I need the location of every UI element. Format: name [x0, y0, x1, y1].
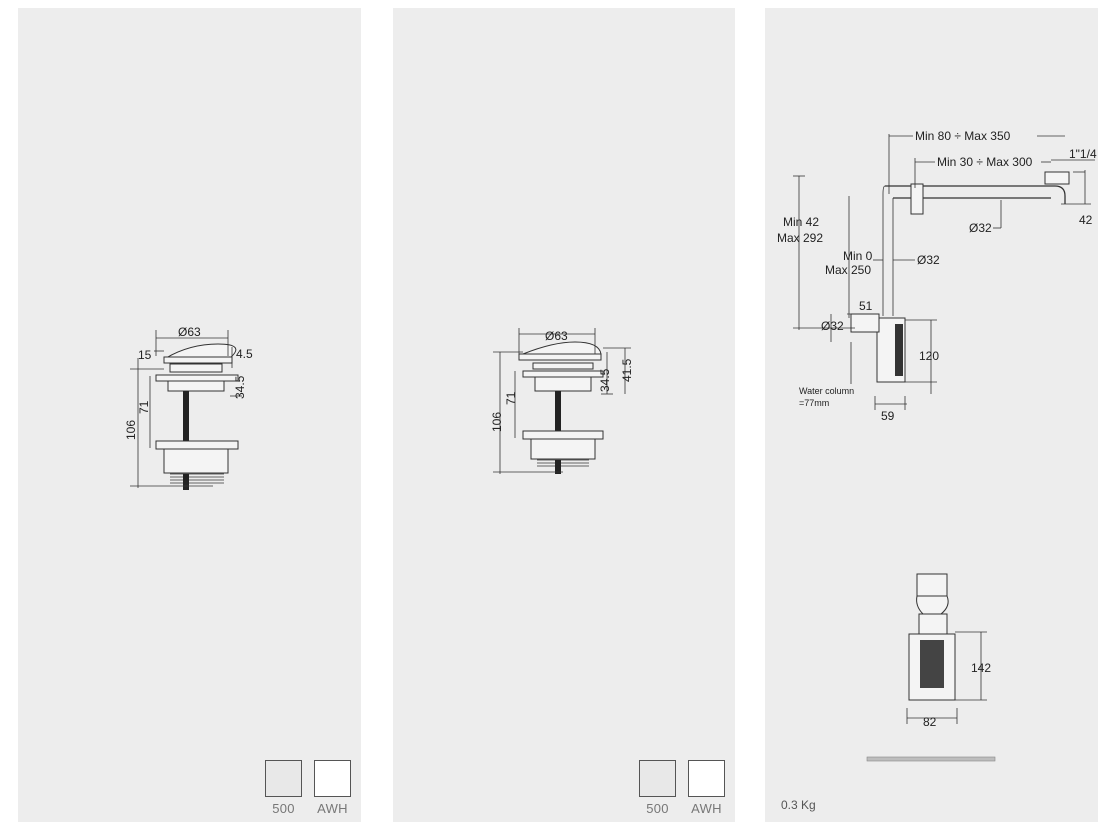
- trap-inlet: [850, 313, 880, 333]
- swatch-500[interactable]: 500: [265, 760, 302, 816]
- product-panel-2: Ø63 106 71 34.5 41.5 500 AWH: [393, 8, 735, 822]
- dim-diameter: Ø63: [545, 329, 568, 343]
- valve-drawing-2: Ø63 106 71 34.5 41.5: [490, 328, 634, 474]
- dim-inlet-diameter: Ø32: [821, 319, 844, 333]
- dim-thread: 1"1/4: [1069, 147, 1097, 161]
- side-view-nut: [916, 573, 948, 597]
- outlet-pipe: [885, 185, 1066, 204]
- valve-thread: [537, 459, 589, 467]
- dim-pipe-diameter-h: Ø32: [969, 221, 992, 235]
- side-view-thread: [920, 640, 944, 688]
- color-swatches-1: 500 AWH: [265, 760, 351, 816]
- base-plate: [866, 756, 996, 762]
- side-view-neck: [918, 613, 948, 635]
- product-weight: 0.3 Kg: [781, 798, 816, 812]
- swatch-code: 500: [272, 801, 295, 816]
- valve-collar: [169, 363, 223, 373]
- dim-horizontal-inner: Min 30 ÷ Max 300: [937, 155, 1033, 169]
- color-swatches-2: 500 AWH: [639, 760, 725, 816]
- dim-inner-max: Max 250: [825, 263, 871, 277]
- dim-vertical-min: Min 42: [783, 215, 819, 229]
- valve-lower-flange: [155, 440, 239, 450]
- dim-side-height: 142: [971, 661, 991, 675]
- swatch-code: AWH: [691, 801, 722, 816]
- dim-stem: 34.5: [233, 375, 247, 399]
- dim-right-drop: 42: [1079, 213, 1093, 227]
- swatch-awh[interactable]: AWH: [688, 760, 725, 816]
- dim-stem: 34.5: [598, 368, 612, 392]
- dim-trap-height: 120: [919, 349, 939, 363]
- valve-rim: [518, 353, 602, 361]
- dim-cap: 4.5: [236, 347, 253, 361]
- dim-diameter: Ø63: [178, 325, 201, 339]
- dim-cap: 41.5: [620, 358, 634, 382]
- swatch-box: [688, 760, 725, 797]
- dim-trap-width: 59: [881, 409, 895, 423]
- dim-height-total: 106: [490, 412, 504, 432]
- swatch-box: [265, 760, 302, 797]
- water-column-value: =77mm: [799, 398, 829, 408]
- side-view-elbow: [916, 595, 949, 615]
- product-panel-3: Min 80 ÷ Max 350 Min 30 ÷ Max 300 1"1/4 …: [765, 8, 1098, 822]
- product-panel-1: Ø63 106 71 15 4.5 34.5 500 AWH: [18, 8, 361, 822]
- water-column-label: Water column: [799, 386, 854, 396]
- dim-horizontal-outer: Min 80 ÷ Max 350: [915, 129, 1011, 143]
- swatch-code: AWH: [317, 801, 348, 816]
- swatch-code: 500: [646, 801, 669, 816]
- dim-offset: 51: [859, 299, 873, 313]
- valve-stem: [183, 391, 189, 441]
- valve-body: [534, 376, 592, 392]
- valve-tail: [555, 460, 561, 474]
- valve-cap: [522, 341, 602, 355]
- dim-pipe-diameter-v: Ø32: [917, 253, 940, 267]
- vertical-pipe-nut: [910, 183, 924, 215]
- valve-thread-body: [530, 438, 596, 460]
- valve-body: [167, 380, 225, 392]
- swatch-500[interactable]: 500: [639, 760, 676, 816]
- valve-flange: [155, 374, 239, 382]
- swatch-box: [639, 760, 676, 797]
- trap-thread: [895, 324, 903, 376]
- dim-inner-min: Min 0: [843, 249, 873, 263]
- valve-stem: [555, 391, 561, 431]
- swatch-awh[interactable]: AWH: [314, 760, 351, 816]
- valve-rim: [163, 356, 233, 364]
- valve-tail: [183, 474, 189, 490]
- dim-height-total: 106: [124, 420, 138, 440]
- valve-collar: [532, 362, 594, 370]
- dim-vertical-max: Max 292: [777, 231, 823, 245]
- dim-height-mid: 71: [137, 400, 151, 414]
- valve-lower-flange: [522, 430, 604, 440]
- dim-height-mid: 71: [504, 391, 518, 405]
- dim-rim: 15: [138, 348, 152, 362]
- dim-side-width: 82: [923, 715, 937, 729]
- valve-thread: [170, 473, 224, 484]
- outlet-nut: [1044, 171, 1070, 185]
- valve-cap: [164, 343, 237, 359]
- valve-drawing-1: Ø63 106 71 15 4.5 34.5: [124, 325, 253, 490]
- valve-thread-body: [163, 448, 229, 474]
- swatch-box: [314, 760, 351, 797]
- trap-drawing: Min 80 ÷ Max 350 Min 30 ÷ Max 300 1"1/4 …: [777, 129, 1097, 762]
- valve-flange: [522, 370, 604, 378]
